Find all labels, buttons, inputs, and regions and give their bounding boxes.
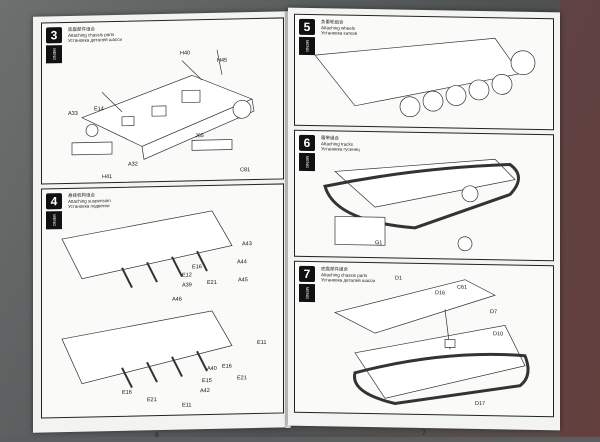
part-label: E21 bbox=[147, 397, 157, 404]
step-6-panel: 6 MENG 履带组合 Attaching tracks Установка г… bbox=[294, 129, 554, 262]
part-label: A45 bbox=[238, 277, 248, 284]
step-3-panel: 3 MENG 底盘部件组合 Attaching chassis parts Ус… bbox=[41, 17, 284, 185]
part-label: E21 bbox=[207, 279, 217, 287]
instruction-page-right: 5 MENG 负重轮组合 Attaching wheels Установка … bbox=[288, 7, 560, 437]
part-label: E14 bbox=[94, 106, 104, 113]
tracks-diagram bbox=[323, 158, 520, 252]
part-label: E12 bbox=[182, 272, 192, 279]
part-label: E16 bbox=[222, 363, 232, 370]
page-number: 6 bbox=[155, 432, 159, 440]
step-4-panel: 4 MENG 悬挂机构组合 Attaching suspension Устан… bbox=[41, 183, 284, 419]
part-label: E16 bbox=[192, 264, 202, 271]
part-label: A33 bbox=[68, 110, 78, 117]
part-label: H45 bbox=[217, 57, 228, 64]
chassis-parts-diagram bbox=[71, 49, 255, 160]
part-label: G1 bbox=[375, 240, 383, 247]
part-label: E15 bbox=[202, 377, 212, 385]
part-label: A40 bbox=[207, 365, 217, 373]
instruction-page-left: 3 MENG 底盘部件组合 Attaching chassis parts Ус… bbox=[33, 11, 290, 439]
part-label: D16 bbox=[435, 290, 446, 297]
wheels-diagram bbox=[314, 37, 536, 118]
background-red-surface bbox=[560, 0, 600, 437]
step-5-panel: 5 MENG 负重轮组合 Attaching wheels Установка … bbox=[294, 13, 554, 131]
part-label: H41 bbox=[102, 174, 113, 181]
part-label: A46 bbox=[172, 296, 182, 303]
part-label: D17 bbox=[475, 400, 486, 408]
page-number: 7 bbox=[422, 429, 426, 438]
part-label: D1 bbox=[395, 275, 403, 282]
part-label: A43 bbox=[242, 241, 252, 248]
part-label: A42 bbox=[200, 387, 210, 395]
step-7-panel: 7 MENG 底盘部件组合 Attaching chassis parts Ус… bbox=[294, 260, 554, 418]
part-label: H40 bbox=[180, 50, 191, 57]
part-label: E11 bbox=[182, 402, 192, 409]
part-label: E21 bbox=[237, 375, 247, 382]
chassis-assembly-diagram bbox=[334, 279, 530, 406]
part-label: A44 bbox=[237, 259, 247, 266]
part-label: D10 bbox=[493, 331, 504, 338]
part-label: E16 bbox=[122, 389, 132, 396]
suspension-diagram bbox=[61, 210, 233, 389]
part-label: J65 bbox=[195, 133, 204, 140]
part-label: A32 bbox=[128, 161, 138, 168]
part-label: C81 bbox=[240, 167, 251, 174]
part-label: A39 bbox=[182, 282, 192, 289]
part-label: C61 bbox=[457, 284, 468, 291]
part-label: D7 bbox=[490, 309, 498, 316]
part-label: E11 bbox=[257, 339, 267, 346]
